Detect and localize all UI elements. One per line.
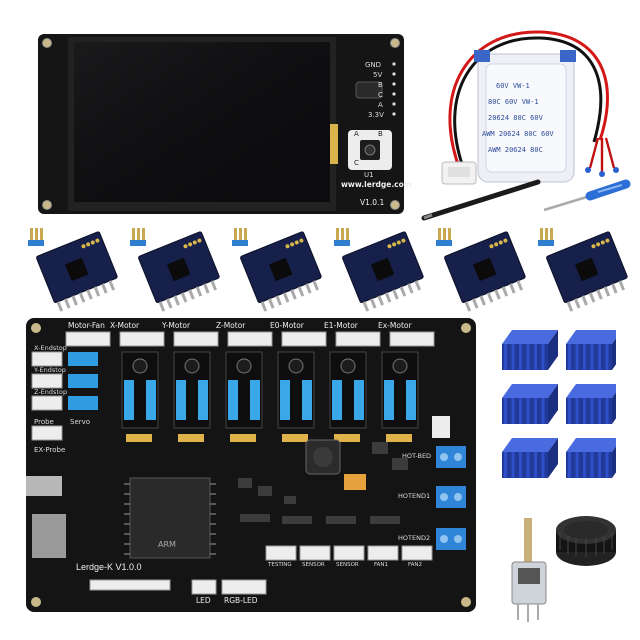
label-fan2: FAN2: [408, 562, 423, 568]
label-x-motor: X-Motor: [110, 321, 140, 330]
label-probe: Probe: [34, 418, 54, 426]
display-pin-c: C: [378, 91, 383, 99]
screwdriver: [543, 179, 631, 212]
display-url: www.lerdge.com: [341, 180, 412, 189]
label-testing: TESTING: [268, 562, 292, 568]
display-pin-gnd: GND: [365, 61, 382, 69]
stepper-driver: [334, 228, 424, 312]
driver-socket: [121, 351, 159, 442]
label-fan1: FAN1: [374, 562, 389, 568]
cable-print-1: 60V VW-1: [496, 82, 530, 90]
heatsink: [502, 384, 558, 424]
heatsinks: [502, 330, 622, 478]
motor-connector: [119, 331, 165, 347]
driver-socket: [173, 351, 211, 442]
cable-drawing: [441, 30, 619, 185]
cable-print-4: AWM 20624 80C 60V: [482, 130, 554, 138]
label-motor-fan: Motor-Fan: [68, 321, 105, 330]
rotary-encoder-kit: [511, 516, 616, 622]
display-pin-3v3: 3.3V: [368, 111, 384, 119]
stepper-drivers: [28, 228, 628, 312]
display-pin-5v: 5V: [373, 71, 383, 79]
mcu-label: ARM: [158, 540, 176, 549]
chip-label: U1: [364, 171, 374, 179]
label-sensor-1: SENSOR: [302, 562, 325, 568]
motor-connector: [227, 331, 273, 347]
label-led: LED: [196, 596, 211, 605]
label-z-motor: Z-Motor: [216, 321, 246, 330]
motor-connector: [389, 331, 435, 347]
label-y-motor: Y-Motor: [162, 321, 191, 330]
main-control-board: Lerdge-K V1.0.0 ARM Motor-Fan X-Motor Y-…: [22, 318, 476, 612]
display-pin-b: B: [378, 81, 383, 89]
cable-print-2: 80C 60V VW-1: [488, 98, 539, 106]
board-name: Lerdge-K V1.0.0: [76, 562, 142, 572]
label-sensor-2: SENSOR: [336, 562, 359, 568]
stylus-pen: [421, 179, 541, 221]
label-rgb-led: RGB-LED: [224, 596, 258, 605]
stepper-driver-row: [20, 224, 630, 316]
label-ex-probe: EX-Probe: [34, 446, 66, 454]
encoder-label-a: A: [354, 130, 359, 138]
label-y-endstop: Y-Endstop: [34, 366, 66, 374]
motor-connector: [335, 331, 381, 347]
label-hot-bed: HOT-BED: [402, 452, 432, 460]
board-pcb: [22, 318, 476, 612]
cable-print-5: AWM 20624 80C: [488, 146, 543, 154]
motor-connector: [281, 331, 327, 347]
encoder-label-c: C: [354, 159, 359, 167]
display-version: V1.0.1: [360, 198, 385, 207]
heatsink: [566, 330, 622, 370]
motor-connector: [65, 331, 111, 347]
label-hotend2: HOTEND2: [398, 534, 431, 542]
label-servo: Servo: [70, 418, 91, 426]
heatsink: [566, 438, 622, 478]
stepper-driver: [538, 228, 628, 312]
label-z-endstop: Z-Endstop: [34, 388, 68, 396]
display-pcb: [38, 34, 404, 214]
heatsink: [566, 384, 622, 424]
label-e1-motor: E1-Motor: [324, 321, 358, 330]
stepper-driver: [28, 228, 118, 312]
label-hotend1: HOTEND1: [398, 492, 431, 500]
heatsink-grid: [496, 320, 622, 490]
cable-print-3: 20624 80C 60V: [488, 114, 543, 122]
heatsink: [502, 438, 558, 478]
label-x-endstop: X-Endstop: [34, 344, 67, 352]
encoder-label-b: B: [378, 130, 383, 138]
label-ex-motor: Ex-Motor: [378, 321, 412, 330]
stepper-driver: [130, 228, 220, 312]
driver-socket: [225, 351, 263, 442]
ribbon-cable-coil: 60V VW-1 80C 60V VW-1 20624 80C 60V AWM …: [430, 20, 630, 220]
driver-socket: [329, 351, 367, 442]
stepper-driver: [436, 228, 526, 312]
touch-display-module: GND 5V B C A 3.3V A B C U1 www.lerdge.co…: [38, 34, 412, 214]
stepper-driver: [232, 228, 322, 312]
motor-connector: [173, 331, 219, 347]
display-pin-a: A: [378, 101, 383, 109]
heatsink: [502, 330, 558, 370]
driver-socket: [381, 351, 419, 442]
driver-socket: [277, 351, 315, 442]
label-e0-motor: E0-Motor: [270, 321, 304, 330]
